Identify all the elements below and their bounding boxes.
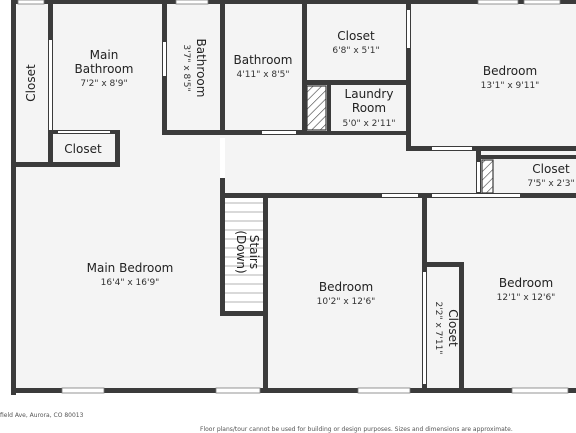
wall-laundry-bottom — [302, 131, 410, 135]
label-bedroom-bottom-right-name: Bedroom — [499, 276, 553, 290]
wall-closet-right-top — [476, 155, 576, 159]
label-stairs-line2: (Down) — [234, 230, 248, 273]
label-laundry-line1: Laundry — [345, 87, 394, 101]
door-gap-bottom-right-bedroom — [432, 194, 520, 197]
wall-laundry-left — [327, 85, 331, 135]
wall-main-bath-bottom — [11, 162, 119, 167]
window-bottom-main-a — [61, 387, 105, 394]
footer-address: field Ave, Aurora, CO 80013 — [0, 412, 84, 419]
label-main-bathroom-line2: Bathroom — [75, 62, 134, 76]
door-gap-vertical-closet — [423, 272, 426, 384]
footer-disclaimer: Floor plans/tour cannot be used for buil… — [200, 426, 513, 433]
label-stairs-line1: Stairs — [247, 235, 261, 269]
wall-closet-top-bottom — [302, 80, 410, 85]
label-closet-right-dims: 7'5" x 2'3" — [527, 179, 574, 189]
label-closet-top-dims: 6'8" x 5'1" — [332, 46, 379, 56]
wall-small-closet-right — [115, 130, 120, 167]
label-bathroom-vertical-name: Bathroom — [194, 39, 208, 98]
label-closet-vertical-center-dims: 2'2" x 7'11" — [433, 302, 443, 355]
door-gap-bathroom — [262, 131, 296, 134]
wall-vertical-closet-top — [422, 262, 464, 267]
window-top-bedroom-b — [523, 0, 561, 5]
label-bathroom-name: Bathroom — [234, 53, 293, 67]
label-bedroom-center-name: Bedroom — [319, 280, 373, 294]
label-bathroom-dims: 4'11" x 8'5" — [237, 70, 290, 80]
window-bottom-main-b — [215, 387, 261, 394]
wall-stairs-left — [220, 178, 225, 315]
hatch-closet-pattern — [482, 160, 493, 193]
wall-stairs-right — [263, 193, 268, 315]
label-bathroom-vertical-dims: 3'7" x 8'5" — [181, 44, 191, 91]
label-main-bedroom-name: Main Bedroom — [87, 261, 174, 275]
wall-center-bedroom-left — [263, 311, 268, 393]
label-closet-vertical-center-name: Closet — [446, 309, 460, 347]
door-gap-closet-right — [477, 162, 480, 192]
window-bottom-right — [511, 387, 569, 394]
label-closet-small: Closet — [64, 142, 102, 156]
label-bedroom-top-right-name: Bedroom — [483, 64, 537, 78]
wall-bathroom-right — [302, 0, 307, 135]
wall-stairs-bottom — [220, 311, 268, 316]
door-gap-closet-top — [407, 10, 410, 48]
label-closet-top-name: Closet — [337, 29, 375, 43]
door-gap-small-closet — [58, 131, 110, 133]
label-laundry-line2: Room — [352, 101, 386, 115]
stair-treads — [225, 202, 263, 303]
hatch-laundry-pattern — [307, 86, 326, 130]
wall-outer-left — [11, 0, 16, 395]
door-gap-bedroom-top-right — [432, 147, 472, 150]
windows — [17, 0, 569, 394]
label-laundry-dims: 5'0" x 2'11" — [343, 119, 396, 129]
wall-closet-top-right — [406, 0, 411, 150]
label-main-bathroom-line1: Main — [90, 48, 119, 62]
door-gap-bath-vertical — [163, 42, 166, 76]
label-bedroom-bottom-right-dims: 12'1" x 12'6" — [497, 293, 556, 303]
room-labels: Main Bathroom 7'2" x 8'9" Bathroom 3'7" … — [24, 29, 575, 354]
label-closet-right-name: Closet — [532, 162, 570, 176]
label-bedroom-center-dims: 10'2" x 12'6" — [317, 297, 376, 307]
label-bedroom-top-right-dims: 13'1" x 9'11" — [481, 81, 540, 91]
window-bottom-center — [357, 387, 411, 394]
wall-vertical-closet-right — [459, 262, 464, 393]
wall-outer-bottom — [11, 388, 576, 393]
wall-outer-top — [11, 0, 576, 4]
label-main-bedroom-dims: 16'4" x 16'9" — [101, 278, 160, 288]
wall-baths-bottom — [162, 130, 307, 135]
door-openings — [49, 10, 520, 384]
label-closet-left-vertical: Closet — [24, 64, 38, 102]
window-top-closet — [17, 0, 45, 5]
wall-bath-vertical-right — [220, 0, 225, 135]
stairs-area — [225, 198, 263, 311]
door-gap-closet-left — [49, 40, 52, 130]
label-main-bathroom-dims: 7'2" x 8'9" — [80, 79, 127, 89]
door-gap-main-bedroom — [220, 138, 225, 178]
window-top-bedroom-a — [477, 0, 519, 5]
door-gap-center-bedroom — [382, 194, 418, 197]
window-top-bath — [175, 0, 209, 5]
wall-bedroom-top-right-bottom — [406, 146, 576, 151]
